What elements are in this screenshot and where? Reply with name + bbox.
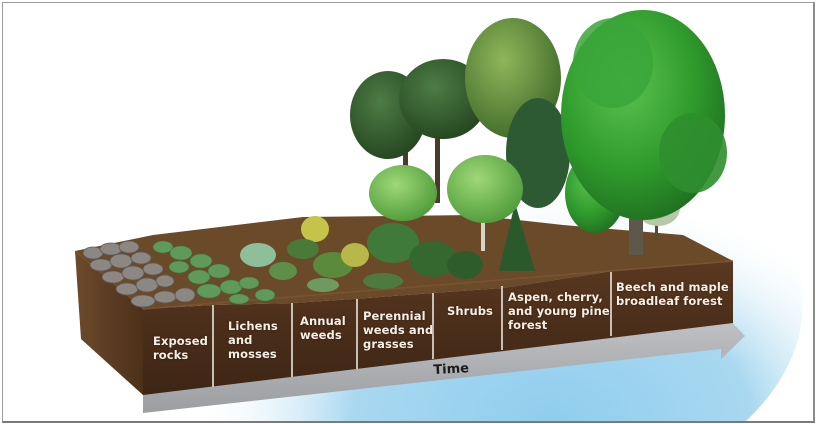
stage-label-line: forest bbox=[508, 318, 548, 332]
weeds-grasses bbox=[240, 216, 403, 292]
soil-front bbox=[143, 261, 733, 395]
soil-side bbox=[75, 251, 143, 395]
stage-label-line: Beech and maple bbox=[616, 280, 729, 294]
stage-label-line: Lichens bbox=[228, 319, 278, 333]
stage-label-exposed-rocks: Exposed rocks bbox=[153, 334, 208, 362]
lichens-mosses bbox=[152, 240, 276, 305]
stage-label-aspen-cherry-pine: Aspen, cherry, and young pine forest bbox=[508, 290, 610, 332]
stage-label-lichens-mosses: Lichens and mosses bbox=[228, 319, 278, 361]
stage-label-line: mosses bbox=[228, 347, 277, 361]
stage-label-perennial-weeds-grasses: Perennial weeds and grasses bbox=[363, 309, 433, 351]
stage-label-line: Exposed bbox=[153, 334, 208, 348]
stage-label-line: rocks bbox=[153, 348, 189, 362]
stage-label-line: Perennial bbox=[363, 309, 426, 323]
stage-label-line: broadleaf forest bbox=[616, 294, 723, 308]
stage-label-line: Annual bbox=[300, 314, 346, 328]
stage-label-line: grasses bbox=[363, 337, 414, 351]
stage-label-annual-weeds: Annual weeds bbox=[300, 314, 346, 342]
stage-label-line: and bbox=[228, 333, 253, 347]
shrubs bbox=[367, 203, 535, 279]
stage-label-beech-maple: Beech and maple broadleaf forest bbox=[616, 280, 729, 308]
stage-label-line: Aspen, cherry, bbox=[508, 290, 603, 304]
stage-label-shrubs: Shrubs bbox=[447, 304, 493, 318]
stage-label-line: weeds and bbox=[363, 323, 434, 337]
stage-label-line: Shrubs bbox=[447, 304, 494, 318]
succession-illustration bbox=[75, 10, 803, 421]
rocks bbox=[82, 240, 196, 308]
trees bbox=[350, 10, 727, 255]
stage-label-line: weeds bbox=[300, 328, 342, 342]
time-axis-label: Time bbox=[433, 361, 470, 378]
stage-dividers bbox=[212, 272, 612, 387]
stage-label-line: and young pine bbox=[508, 304, 610, 318]
